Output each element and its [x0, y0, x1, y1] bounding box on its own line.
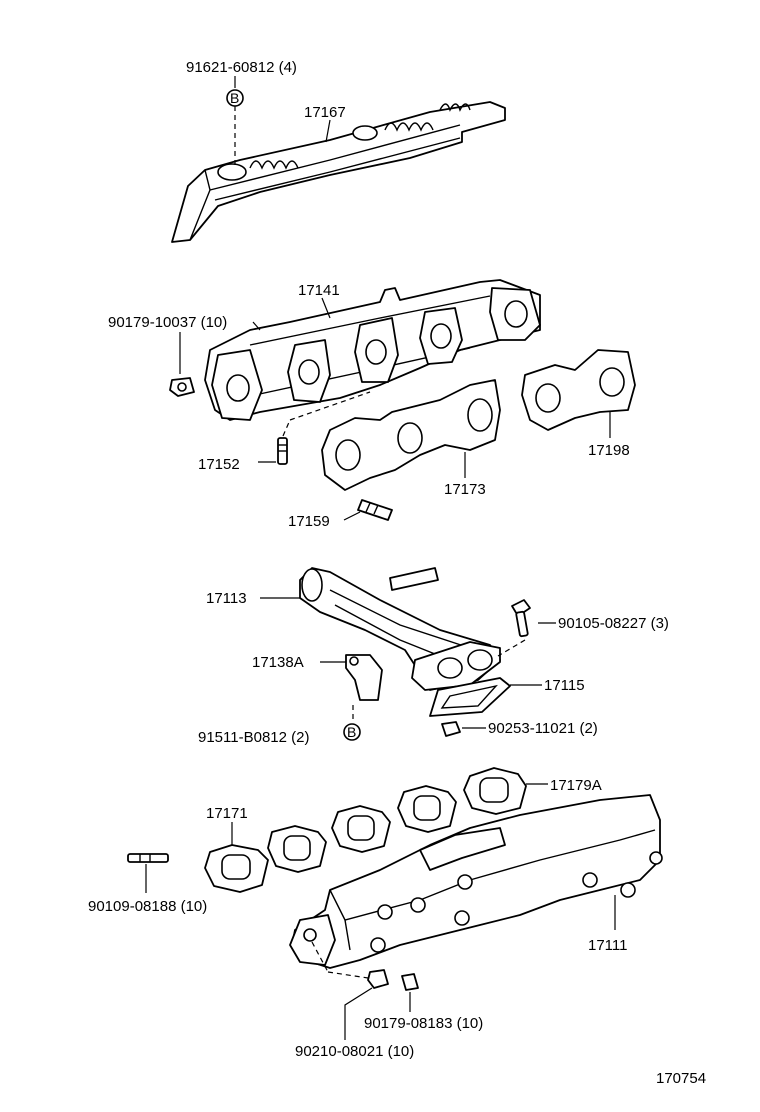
port-gasket-3 [331, 805, 391, 853]
callout-b-bottom: B [343, 723, 361, 741]
port-gasket-4 [397, 785, 457, 833]
bracket-17138a [345, 654, 383, 701]
svg-text:B: B [230, 90, 239, 106]
label-90105-08227: 90105-08227 (3) [558, 615, 669, 632]
gasket-17115 [429, 677, 511, 717]
gasket-17179a [463, 767, 527, 815]
nut-90179-10037 [169, 377, 195, 397]
exhaust-manifold-17141 [204, 279, 541, 421]
heat-insulator-17167 [171, 101, 506, 243]
gasket-17198 [521, 349, 636, 431]
svg-text:B: B [347, 724, 356, 740]
gasket-17171 [204, 844, 269, 893]
label-17171: 17171 [206, 805, 248, 822]
stud-17152 [277, 437, 288, 465]
stud-90109-08188 [127, 853, 169, 863]
label-17198: 17198 [588, 442, 630, 459]
nut-90253-11021 [441, 721, 461, 737]
label-91511-b0812: 91511-B0812 (2) [198, 729, 309, 746]
label-17113: 17113 [206, 590, 247, 607]
bolt-90105-08227 [511, 599, 531, 638]
label-17179a: 17179A [550, 777, 602, 794]
label-90179-08183: 90179-08183 (10) [364, 1015, 483, 1032]
label-17141: 17141 [298, 282, 340, 299]
label-17152: 17152 [198, 456, 240, 473]
label-17138a: 17138A [252, 654, 304, 671]
nut-90179-08183 [401, 973, 419, 991]
stud-17159 [357, 499, 393, 521]
port-gasket-2 [267, 825, 327, 873]
label-17159: 17159 [288, 513, 330, 530]
label-17173: 17173 [444, 481, 486, 498]
label-90109-08188: 90109-08188 (10) [88, 898, 207, 915]
exhaust-manifold-17111 [289, 794, 663, 969]
callout-b-top: B [226, 89, 244, 107]
nut-90210-08021 [367, 969, 389, 989]
label-90179-10037: 90179-10037 (10) [108, 314, 227, 331]
label-90210-08021: 90210-08021 (10) [295, 1043, 414, 1060]
figure-number: 170754 [656, 1070, 706, 1087]
label-17111: 17111 [588, 937, 628, 954]
label-91621-60812: 91621-60812 (4) [186, 59, 297, 76]
label-90253-11021: 90253-11021 (2) [488, 720, 598, 737]
gasket-17173 [321, 379, 501, 491]
label-17115: 17115 [544, 677, 585, 694]
label-17167: 17167 [304, 104, 346, 121]
exhaust-pipe-17113 [299, 567, 501, 691]
